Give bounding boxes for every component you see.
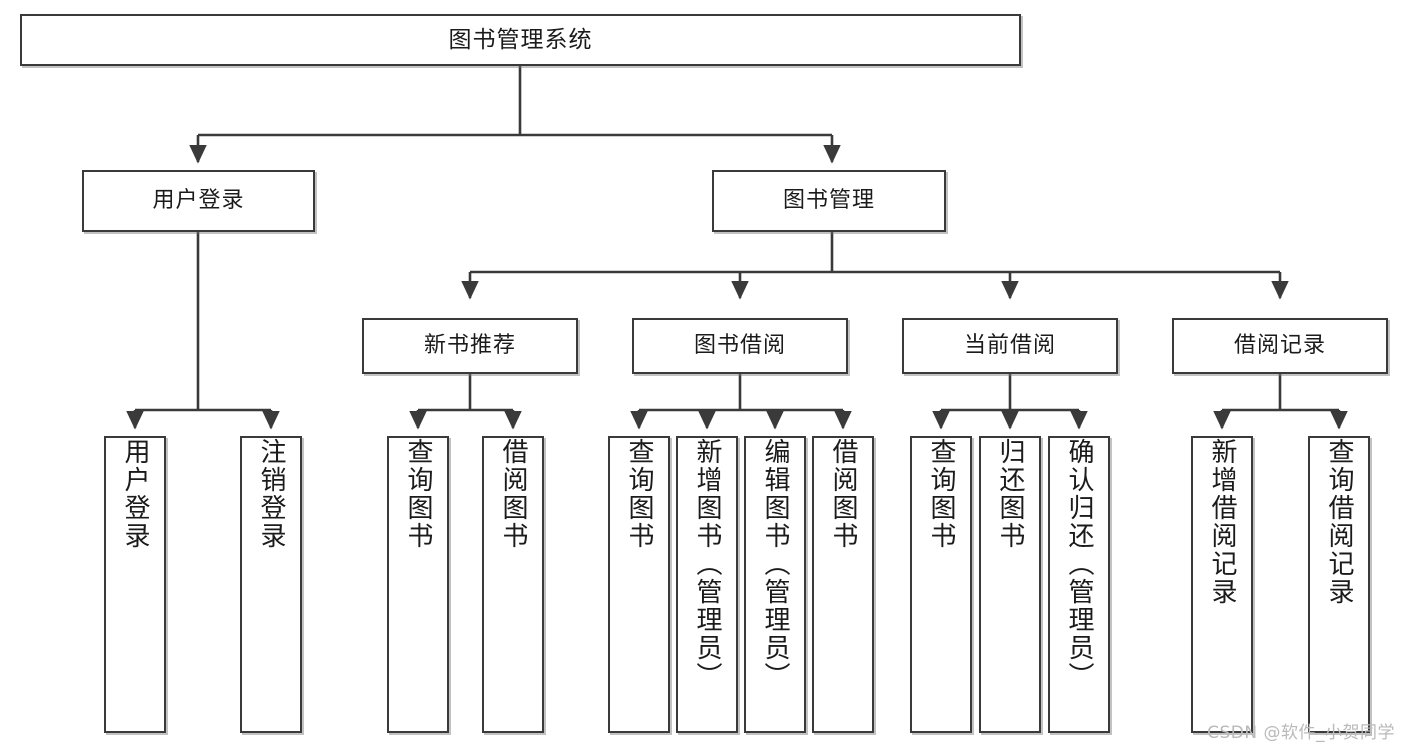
node-label: 确认归还（管理员）: [1064, 438, 1095, 690]
leaf-logout[interactable]: 注销登录: [240, 436, 302, 733]
node-label: 注销登录: [256, 438, 287, 550]
node-label: 当前借阅: [963, 333, 1056, 358]
node-label: 图书管理: [782, 188, 875, 213]
node-book-management[interactable]: 图书管理: [712, 170, 946, 232]
node-label: 查询图书: [926, 438, 957, 550]
node-label: 图书借阅: [693, 333, 786, 358]
node-label: 查询图书: [624, 438, 655, 550]
node-label: 图书管理系统: [448, 26, 593, 53]
leaf-query-book-borrow[interactable]: 查询图书: [608, 436, 670, 733]
node-current-borrow[interactable]: 当前借阅: [902, 318, 1118, 374]
leaf-borrow-book-recommend[interactable]: 借阅图书: [482, 436, 544, 733]
watermark: CSDN @软件_小贺同学: [1207, 723, 1395, 743]
node-label: 查询借阅记录: [1324, 438, 1355, 606]
leaf-query-book-current[interactable]: 查询图书: [910, 436, 972, 733]
node-book-borrow[interactable]: 图书借阅: [632, 318, 848, 374]
leaf-edit-book-admin[interactable]: 编辑图书（管理员）: [744, 436, 806, 733]
leaf-user-login[interactable]: 用户登录: [104, 436, 166, 733]
node-label: 借阅图书: [498, 438, 529, 550]
node-new-book-recommend[interactable]: 新书推荐: [362, 318, 578, 374]
node-user-login[interactable]: 用户登录: [82, 170, 315, 232]
node-label: 编辑图书（管理员）: [760, 438, 791, 690]
node-label: 新增图书（管理员）: [692, 438, 723, 690]
leaf-confirm-return-admin[interactable]: 确认归还（管理员）: [1048, 436, 1110, 733]
leaf-return-book[interactable]: 归还图书: [979, 436, 1041, 733]
leaf-add-book-admin[interactable]: 新增图书（管理员）: [676, 436, 738, 733]
node-label: 借阅图书: [828, 438, 859, 550]
node-label: 用户登录: [120, 438, 151, 550]
leaf-query-book-recommend[interactable]: 查询图书: [387, 436, 449, 733]
leaf-borrow-book[interactable]: 借阅图书: [812, 436, 874, 733]
node-root-system[interactable]: 图书管理系统: [20, 14, 1021, 66]
node-label: 借阅记录: [1233, 333, 1326, 358]
node-label: 用户登录: [152, 188, 245, 213]
leaf-query-borrow-record[interactable]: 查询借阅记录: [1308, 436, 1370, 733]
node-label: 查询图书: [403, 438, 434, 550]
leaf-add-borrow-record[interactable]: 新增借阅记录: [1191, 436, 1253, 733]
node-label: 新书推荐: [423, 333, 516, 358]
node-borrow-records[interactable]: 借阅记录: [1172, 318, 1388, 374]
node-label: 新增借阅记录: [1207, 438, 1238, 606]
node-label: 归还图书: [995, 438, 1026, 550]
